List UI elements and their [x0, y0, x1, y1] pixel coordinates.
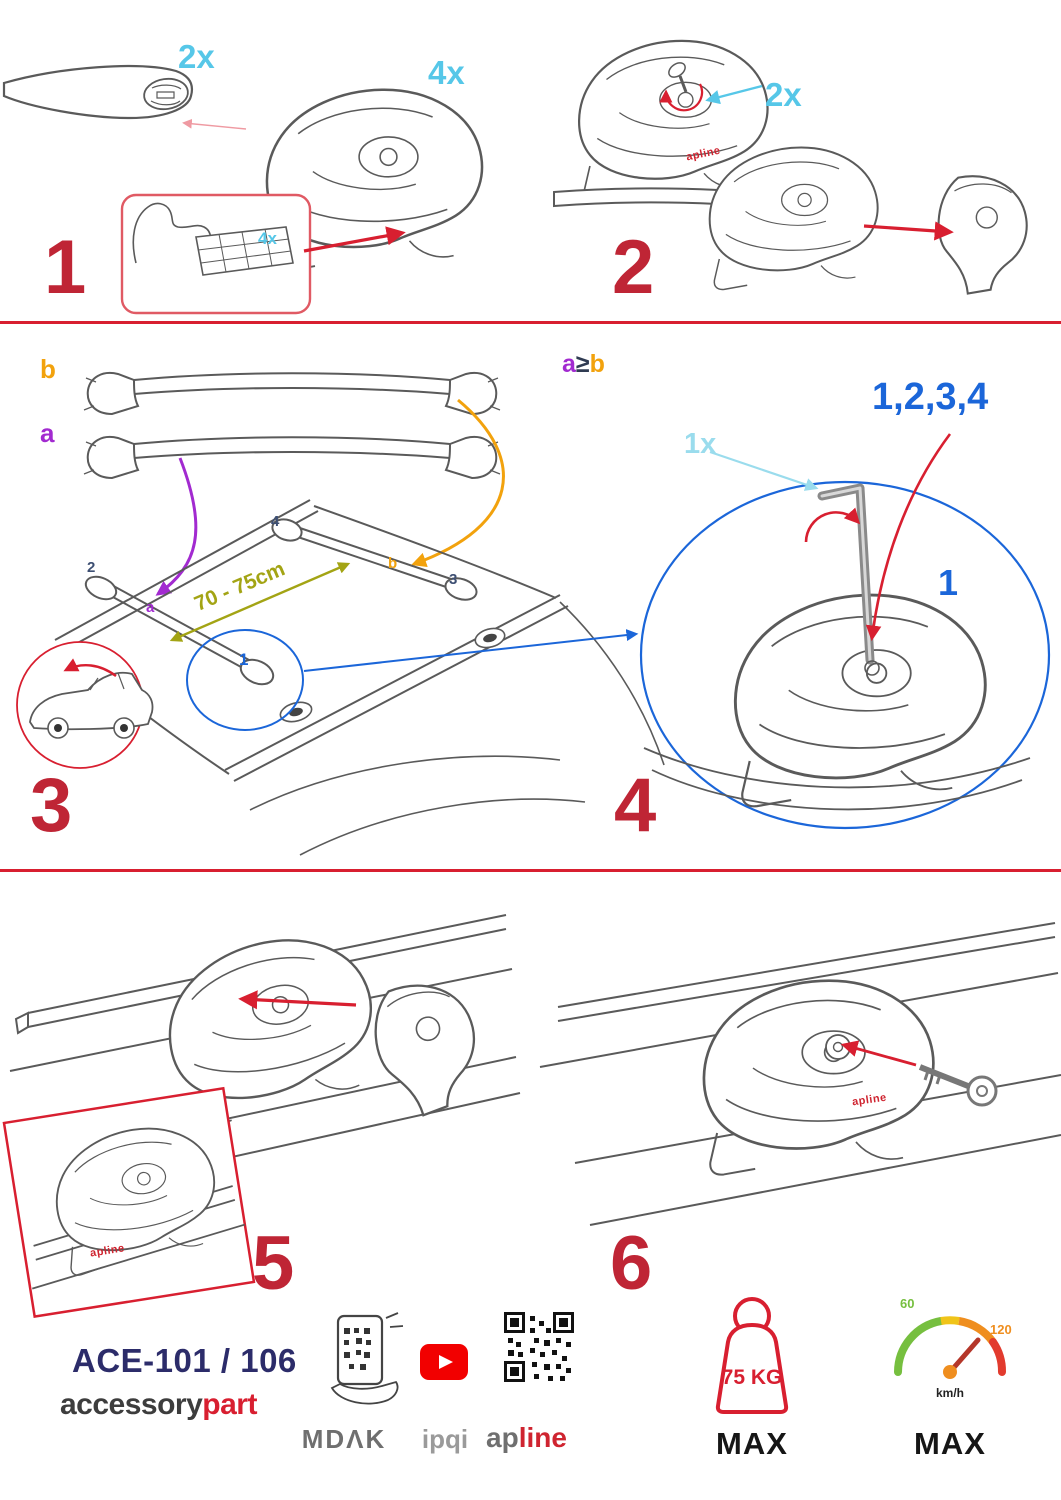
apline-logo-gray: ap [486, 1422, 519, 1453]
phone-scan-icon [330, 1312, 404, 1405]
speed-low-label: 60 [900, 1296, 915, 1311]
foot-drawing [702, 979, 935, 1176]
step-6-number: 6 [610, 1221, 653, 1306]
lock-key-drawing [659, 62, 704, 112]
foot-zoom-circle [186, 629, 304, 731]
roof-bar-b-label: b [388, 555, 398, 572]
roof-foot-3-label: 3 [449, 571, 458, 588]
speed-max-label: MAX [914, 1426, 986, 1461]
roof-foot-2-label: 2 [87, 559, 96, 576]
installed-foot-inset [2, 1086, 256, 1319]
jaw-slide-arrow [238, 990, 357, 1010]
ipqi-logo: ipqi [421, 1424, 469, 1454]
rule-a: a [562, 350, 576, 378]
youtube-icon [420, 1344, 468, 1380]
bar-b-position-arrow [411, 398, 505, 568]
clamp-jaw-drawing [365, 974, 489, 1123]
mdak-logo: MDΛK [301, 1424, 387, 1454]
roof-foot-4-label: 4 [271, 513, 280, 530]
pad-to-bar-pointer [182, 118, 247, 130]
qr-code-icon [504, 1312, 574, 1382]
brand-gray: accessory [60, 1388, 203, 1421]
speed-unit-label: km/h [935, 1386, 964, 1400]
span-measure-arrow [169, 562, 351, 642]
bar-a-label: a [40, 418, 55, 448]
lock-quantity: 2x [765, 76, 802, 113]
model-number: ACE-101 / 106 [72, 1342, 297, 1379]
first-bolt-label: 1 [938, 562, 959, 603]
tool-quantity: 1x [684, 428, 717, 460]
mounted-crossbars-drawing [84, 518, 478, 686]
apline-logo: apline [486, 1422, 567, 1454]
key-drawing [918, 1064, 998, 1107]
step-5-number: 5 [252, 1221, 295, 1306]
weight-limit-icon [715, 1297, 789, 1414]
crossbar-b-drawing [83, 371, 501, 415]
step6-drawing [539, 922, 1061, 1226]
step3-drawing [16, 371, 665, 856]
max-load-label: MAX [716, 1426, 788, 1461]
step-1-number: 1 [44, 225, 87, 310]
tool-qty-arrow [709, 450, 819, 491]
step-4-number: 4 [614, 763, 657, 848]
brand-wordmark: accessorypart [60, 1388, 257, 1422]
section-divider [0, 321, 1061, 324]
step5-drawing [2, 914, 521, 1319]
allen-key-drawing [817, 483, 880, 676]
max-load-value: 75 KG [721, 1366, 783, 1389]
apline-logo-red: line [518, 1422, 567, 1453]
step2-drawing [553, 39, 1028, 295]
rail-lines [643, 747, 1031, 811]
tighten-order-arrow [865, 433, 952, 642]
foot-drawing [708, 146, 879, 291]
clamp-jaw-drawing [937, 175, 1028, 295]
zoom-link-arrow [303, 629, 639, 672]
step1-drawing [2, 65, 484, 315]
span-rule-label: a≥b [562, 352, 605, 377]
rule-b: b [589, 350, 605, 378]
lock-qty-arrow [705, 84, 763, 105]
section-divider [0, 869, 1061, 872]
pad-quantity: 4x [258, 229, 277, 248]
loose-feet-drawing [279, 627, 506, 723]
crossbar-a-drawing [83, 435, 501, 479]
rubber-pad-inset [120, 193, 312, 315]
tighten-order-label: 1,2,3,4 [872, 376, 989, 418]
car-direction-inset [16, 641, 154, 769]
foot-quantity: 4x [428, 54, 465, 91]
bar-quantity: 2x [178, 38, 215, 75]
key-insert-arrow [840, 1040, 917, 1067]
crossbar-end-view-drawing [2, 65, 193, 120]
speedometer-icon [894, 1316, 1007, 1379]
bar-b-label: b [40, 354, 56, 384]
brand-red: part [202, 1388, 257, 1421]
jaw-attach-arrow [863, 221, 954, 241]
pad-install-arrow [303, 226, 406, 253]
step4-drawing [639, 433, 1051, 830]
roof-foot-1-label: 1 [239, 650, 249, 669]
speed-high-label: 120 [990, 1322, 1012, 1337]
rule-op: ≥ [575, 350, 590, 378]
roof-bar-a-label: a [146, 599, 155, 616]
turn-arrow [804, 507, 861, 543]
step-2-number: 2 [612, 225, 655, 310]
step-3-number: 3 [30, 763, 73, 848]
